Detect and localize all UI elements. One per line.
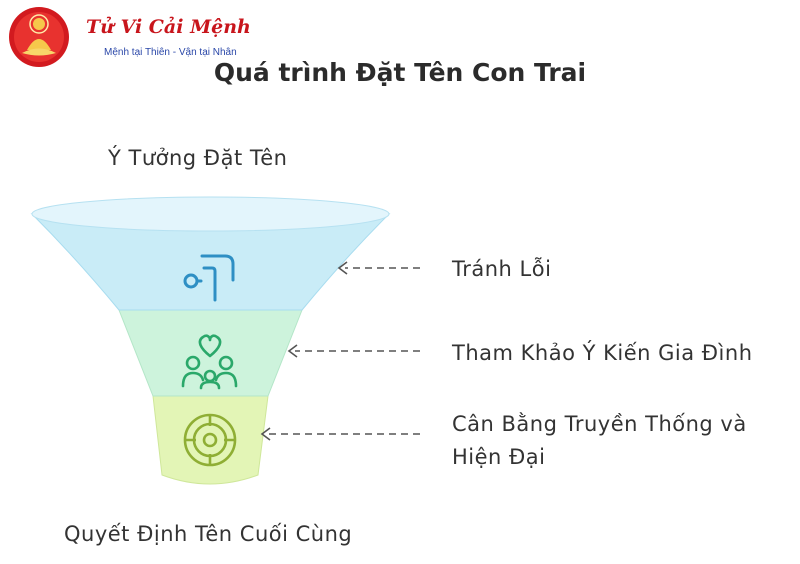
stage-1-label: Tránh Lỗi [452, 257, 552, 281]
family-heart-icon [181, 334, 238, 390]
stage-2-arrow [287, 344, 420, 358]
arrows-icon [183, 254, 235, 302]
stage-3-label: Cân Bằng Truyền Thống và Hiện Đại [452, 412, 747, 469]
brand-tagline: Mệnh tại Thiên - Vận tại Nhân [104, 47, 237, 58]
buddha-logo-icon [9, 7, 69, 67]
balance-circle-icon [183, 413, 237, 467]
funnel-bottom-label: Quyết Định Tên Cuối Cùng [64, 522, 353, 546]
stage-1-arrow [337, 261, 420, 275]
brand-name: Tử Vi Cải Mệnh [86, 16, 251, 38]
stage-2-label: Tham Khảo Ý Kiến Gia Đình [452, 341, 753, 365]
stage-3-arrow [260, 427, 420, 441]
funnel-stage-3 [152, 395, 269, 485]
funnel-top-label: Ý Tưởng Đặt Tên [108, 146, 288, 170]
page-title: Quá trình Đặt Tên Con Trai [213, 58, 587, 87]
funnel-rim [31, 196, 390, 232]
brand-logo: Tử Vi Cải Mệnh Mệnh tại Thiên - Vận tại … [8, 6, 251, 72]
